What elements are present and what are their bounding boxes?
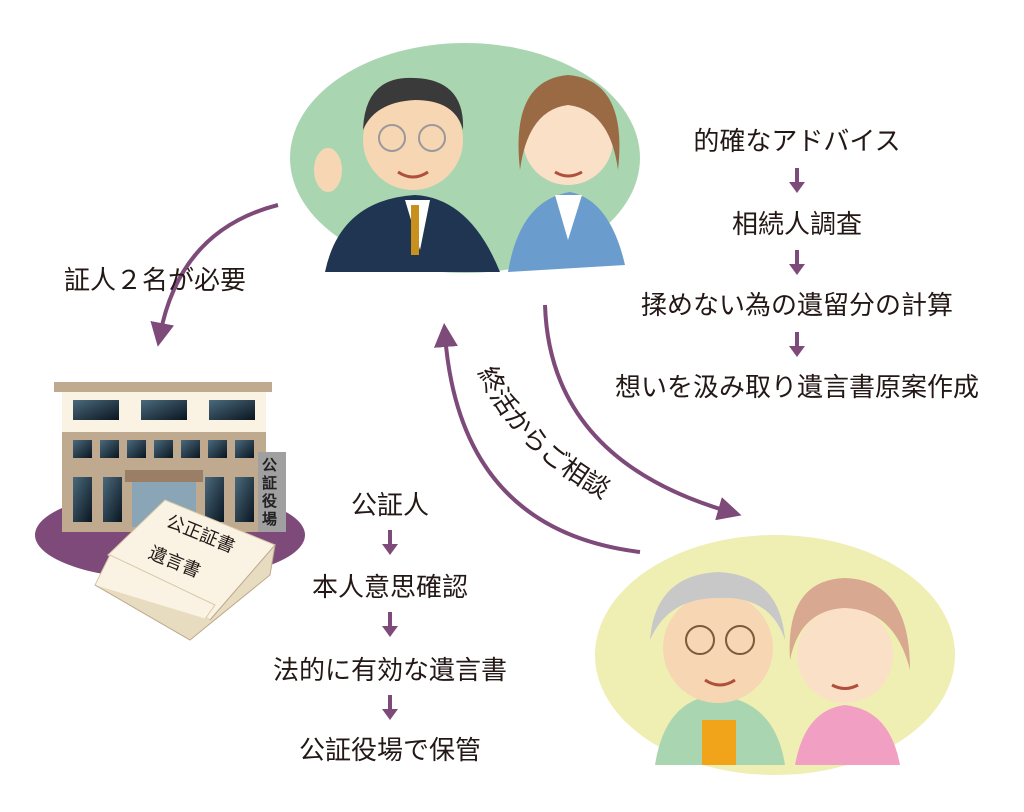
lawyer-step: 的確なアドバイス	[693, 127, 901, 157]
notary-step: 法的に有効な遺言書	[272, 656, 508, 686]
consult-arrow	[433, 323, 641, 554]
witness-arrow	[150, 203, 279, 347]
client-illustration	[595, 535, 955, 775]
notary-step: 公証人	[350, 491, 430, 521]
lawyer-step: 相続人調査	[731, 210, 863, 240]
lawyer-illustration	[290, 43, 640, 273]
draft-arrow	[543, 304, 742, 521]
lawyer-step: 揉めない為の遺留分の計算	[640, 291, 954, 321]
witness-note: 証人２名が必要	[63, 266, 247, 296]
sign-text: 公証役場	[262, 456, 278, 528]
lawyer-step: 想いを汲み取り遺言書原案作成	[614, 373, 980, 403]
notary-office-illustration	[35, 382, 305, 641]
notary-step: 本人意思確認	[311, 573, 469, 603]
notary-step: 公証役場で保管	[298, 736, 482, 766]
